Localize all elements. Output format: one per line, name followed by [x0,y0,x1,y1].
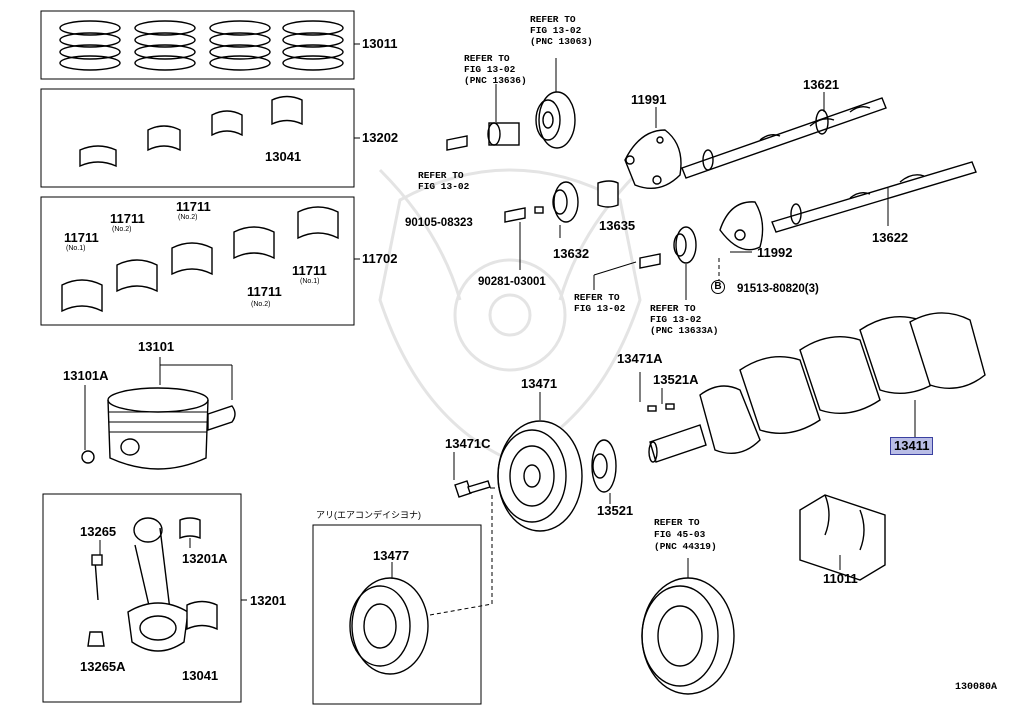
label-11711-3-note: (No.2) [178,214,198,221]
label-90105: 90105-08323 [405,217,473,229]
crank-pulley-13471 [497,392,583,532]
label-11711-1: 11711 [64,230,99,245]
crankshaft-13411 [648,312,986,463]
label-11992: 11992 [757,245,793,260]
label-13041-rod: 13041 [182,668,219,683]
bearings-13202 [79,95,303,168]
refer-13636-l2: FIG 13-02 [464,64,516,75]
refer-13636-l1: REFER TO [464,53,510,64]
refer-13636-l3: (PNC 13636) [464,75,527,86]
label-13265A: 13265A [80,659,126,674]
thrust-washers-11011 [799,494,886,581]
refer-bolt-l1: REFER TO [418,170,464,181]
label-11711-2: 11711 [110,211,145,226]
label-11711-4: 11711 [247,284,282,299]
label-91513: 91513-80820(3) [737,283,819,295]
label-11711-2-note: (No.2) [112,226,132,233]
label-13622: 13622 [872,230,909,245]
gear-13632 [504,180,619,270]
refer-13633A-l1: REFER TO [650,303,696,314]
camshaft-gear-13063 [535,58,576,149]
plate-11991 [624,107,682,189]
gear-13633A [593,226,697,300]
label-11991: 11991 [631,92,667,107]
piston-13101 [81,357,236,470]
camshaft-13621 [681,92,887,179]
bearing-box-13202 [40,88,355,188]
refer-bolt2-l1: REFER TO [574,292,620,303]
label-13265: 13265 [80,524,117,539]
label-13101: 13101 [138,339,175,354]
refer-44319-l1: REFER TO [654,517,700,528]
label-13471A: 13471A [617,351,663,366]
label-13521: 13521 [597,503,634,518]
camshaft-13622 [771,161,977,233]
label-90281: 90281-03001 [478,276,546,288]
refer-13063-l3: (PNC 13063) [530,36,593,47]
label-11011: 11011 [823,571,858,586]
gear-13636 [446,84,520,151]
refer-13063-l2: FIG 13-02 [530,25,582,36]
label-11711-4-note: (No.2) [251,301,271,308]
label-11711-3: 11711 [176,199,211,214]
refer-44319-l3: (PNC 44319) [654,541,717,552]
ac-pulley-13477 [349,492,493,675]
label-13101A: 13101A [63,368,109,383]
watermark-emblem [378,168,642,462]
piston-rings-13011 [59,20,344,71]
label-13635: 13635 [599,218,636,233]
bearing-box-11702 [40,196,355,326]
label-91513-mark: B [711,280,725,294]
label-13041-bearing: 13041 [265,149,302,164]
label-13471: 13471 [521,376,558,391]
connecting-rod-box [42,493,242,703]
refer-bolt-l2: FIG 13-02 [418,181,470,192]
label-11711-1-note: (No.1) [66,245,86,252]
label-13201: 13201 [250,593,287,608]
refer-44319-l2: FIG 45-03 [654,529,706,540]
label-13632: 13632 [553,246,590,261]
label-11711-5: 11711 [292,263,327,278]
refer-13633A-l3: (PNC 13633A) [650,325,719,336]
label-13411-highlighted[interactable]: 13411 [890,437,934,455]
figure-id: 130080A [955,682,998,693]
bolt-13471C [453,452,495,498]
label-13521A: 13521A [653,372,699,387]
piston-ring-box [40,10,355,80]
pulley-44319 [641,558,735,695]
label-11702: 11702 [362,251,398,266]
bearings-11702 [61,206,339,313]
ac-pulley-box [312,524,482,705]
japanese-note: アリ(エアコンデイシヨナ) [316,510,421,520]
label-13471C: 13471C [445,436,491,451]
label-13202: 13202 [362,130,399,145]
refer-13633A-l2: FIG 13-02 [650,314,702,325]
gear-13521 [591,439,617,504]
label-13477: 13477 [373,548,410,563]
refer-13063-l1: REFER TO [530,14,576,25]
connecting-rod-13201 [87,517,218,652]
label-13011: 13011 [362,36,398,51]
keys-13471A-13521A [639,372,675,412]
label-13621: 13621 [803,77,840,92]
label-11711-5-note: (No.1) [300,278,320,285]
refer-bolt2-l2: FIG 13-02 [574,303,626,314]
plate-11992 [718,201,764,280]
label-13201A: 13201A [182,551,228,566]
